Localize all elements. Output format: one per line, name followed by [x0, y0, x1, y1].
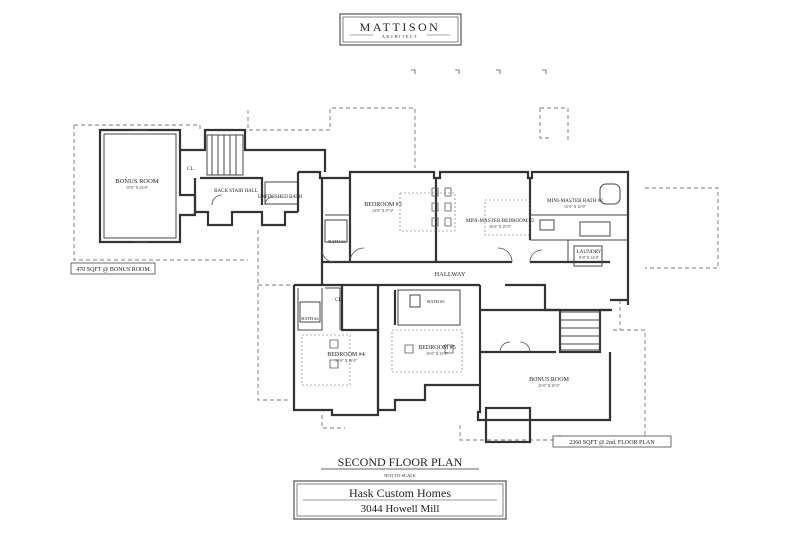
roof-markers	[411, 69, 547, 74]
project-address: 3044 Howell Mill	[361, 503, 440, 515]
closet-small-label: CL.	[187, 167, 195, 172]
bath-5-label: BATH #5	[427, 299, 445, 304]
floor-sqft-box	[552, 435, 672, 448]
bonus-room-right-label: BONUS ROOM	[529, 377, 570, 383]
se-bonus-walls	[476, 285, 628, 444]
bedroom-4-dims: 14'-6" X 16'-0"	[335, 359, 357, 363]
bedroom-5-dims: 15'-0" X 13'-0"	[426, 352, 448, 356]
bonus-sqft-text: 470 SQFT @ BONUS ROOM	[76, 267, 150, 273]
bonus-room-right-dims: 25'-0" X 15'-0"	[538, 384, 560, 388]
bedroom4-walls	[292, 283, 380, 417]
back-stair-hall-label: BACK STAIR HALL	[214, 189, 258, 194]
mini-master-bath-2-label: MINI-MASTER BATH #2	[547, 198, 603, 204]
mini-master-bedroom-2-dims: 16'-0" X 15'-0"	[489, 225, 511, 229]
architect-logo: MATTISON ARCHITECT	[339, 13, 462, 46]
sqft-callouts: 470 SQFT @ BONUS ROOM 2360 SQFT @ 2nd. F…	[70, 262, 672, 448]
laundry-label: LAUNDRY	[576, 249, 601, 255]
logo-name: MATTISON	[360, 20, 441, 34]
room-labels: BONUS ROOM 13'-0" X 23'-0" CL. BACK STAI…	[115, 167, 603, 388]
bonus-wing-walls	[98, 128, 327, 244]
hallway-label: HALLWAY	[434, 271, 465, 278]
closet-mid-label: CL.	[335, 298, 343, 303]
plan-subtitle: NOT TO SCALE	[384, 473, 416, 478]
unfinished-bath-label: UNFINISHED BATH	[258, 195, 303, 200]
plan-title: SECOND FLOOR PLAN	[338, 455, 463, 469]
mini-master-bath-2-dims: 13'-0" X 12'-0"	[564, 205, 586, 209]
bath-4-label: BATH #4	[301, 316, 319, 321]
main-walls	[298, 170, 630, 312]
floor-sqft-text: 2360 SQFT @ 2nd. FLOOR PLAN	[569, 440, 655, 446]
bath-3-label: BATH #3	[328, 239, 346, 244]
bonus-room-left-label: BONUS ROOM	[115, 178, 158, 185]
bedroom-3-dims: 14'-0" X 17'-0"	[372, 209, 394, 213]
client-name: Hask Custom Homes	[349, 486, 451, 500]
bedroom-3-label: BEDROOM #3	[364, 202, 402, 208]
mini-master-bedroom-2-label: MINI-MASTER BEDROOM #2	[466, 218, 535, 224]
roof-outline-dashed	[73, 107, 719, 441]
bedroom-4-label: BEDROOM #4	[327, 352, 365, 358]
logo-tagline: ARCHITECT	[382, 34, 418, 39]
laundry-dims: 8'-0" X 14'-0"	[579, 256, 600, 260]
client-box	[293, 480, 507, 520]
title-block: SECOND FLOOR PLAN NOT TO SCALE Hask Cust…	[293, 455, 507, 520]
bonus-room-left-dims: 13'-0" X 23'-0"	[126, 186, 148, 190]
bonus-sqft-box	[70, 262, 156, 275]
bedroom5-walls	[376, 285, 480, 412]
bedroom-5-label: BEDROOM #5	[418, 345, 456, 351]
